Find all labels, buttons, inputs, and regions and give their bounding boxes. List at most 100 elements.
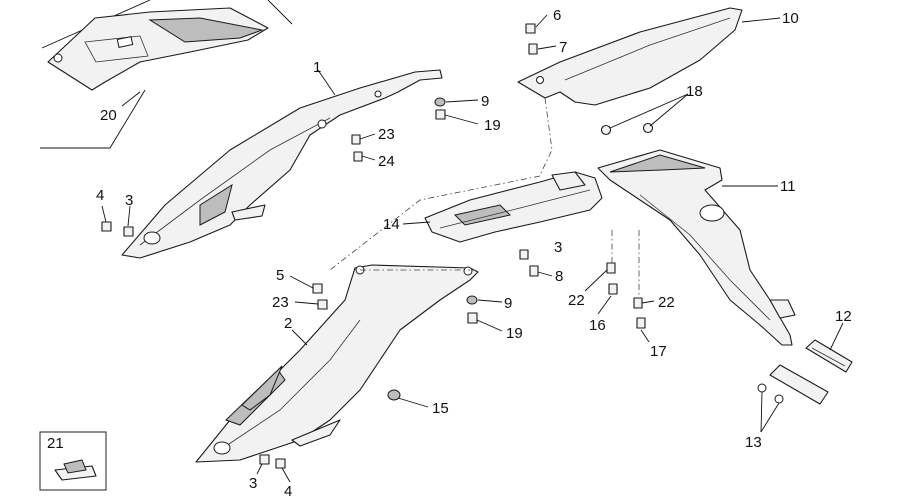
side-panel-2-mount-hole [213,441,231,455]
callout-23b: 23 [272,294,289,311]
leader-12 [829,322,844,351]
reflector-12 [805,339,853,373]
leader-7 [537,45,557,50]
leader-3c [256,463,263,475]
callout-20: 20 [100,107,117,124]
leader-2 [291,329,308,346]
screw-24 [353,151,363,162]
leader-15 [397,397,429,408]
tail-cover-body [517,7,743,106]
callout-10: 10 [782,10,799,27]
leader-13a [760,391,763,433]
bracket-tip [769,299,796,319]
leader-1 [317,69,336,96]
leader-6 [535,14,548,28]
leader-18b [649,93,689,127]
nut-15 [387,389,401,401]
tail-cover-crease [564,17,731,81]
spacer-7 [528,43,538,55]
undertray-cavity [454,204,511,226]
callout-15: 15 [432,400,449,417]
seat-hinge-pin [53,53,63,63]
leader-4a [101,205,107,223]
leader-19b [476,319,503,332]
leader-9b [477,299,503,303]
callout-5: 5 [276,267,284,284]
callout-2: 2 [284,315,292,332]
spacer-22a [606,262,616,274]
leader-18a [609,93,689,129]
leader-22b [641,300,655,304]
spacer-3c [259,454,270,465]
side-panel-lower-2 [195,264,479,463]
callout-6: 6 [553,7,561,24]
screw-4a [101,221,112,232]
leader-lines [101,14,844,483]
callout-3c: 3 [249,475,257,492]
callout-22b: 22 [658,294,675,311]
plate-bracket-11 [597,149,796,346]
seat-underside-recess [84,35,149,63]
leader-19a [444,114,479,125]
spacer-22b [633,297,643,309]
seat-latch-slot [116,36,134,48]
bracket-rib [639,194,771,321]
callout-4b: 4 [284,483,292,496]
side-panel-1-crease [139,117,331,246]
nut-13b [774,394,784,404]
seat-inset-20 [40,0,293,149]
screw-19b [467,312,478,324]
screw-18a [600,124,612,136]
undertray-tab [551,171,586,191]
plate-mount-body [769,364,829,405]
spacer-3b [519,249,529,260]
callout-19b: 19 [506,325,523,342]
callout-19a: 19 [484,117,501,134]
reflector-inner-line [811,347,846,367]
hardware [101,23,654,469]
screw-6 [525,23,536,34]
callout-4a: 4 [96,187,104,204]
screw-5 [312,283,323,294]
callout-12: 12 [835,308,852,325]
leader-17 [640,329,650,343]
screw-4b [275,458,286,469]
callout-9b: 9 [504,295,512,312]
callout-8: 8 [555,268,563,285]
side-panel-1-vent [199,183,233,226]
leader-13b [760,402,780,433]
leader-22a [584,269,608,292]
side-panel-2-lower-fin [291,419,341,447]
side-panel-1-screw-hole [317,119,327,129]
screw-16 [608,283,618,295]
side-panel-upper-1 [121,69,443,259]
callout-13: 13 [745,434,762,451]
side-panel-2-crease [219,319,361,451]
assembly-lines [329,97,640,298]
callout-14: 14 [383,216,400,233]
clip-tongue [63,459,87,474]
leader-8 [537,271,553,277]
callout-labels: 1 2 3 3 3 4 4 5 6 7 8 9 9 10 11 12 13 14… [47,7,852,496]
inset-21-frame [39,431,107,491]
side-panel-1-lower-fin [231,204,266,221]
callout-11: 11 [780,178,796,195]
leader-24 [361,155,376,161]
side-panel-2-body [195,264,479,463]
bracket-top-face [609,154,706,173]
leader-20 [121,91,141,107]
grommet-9a [434,97,446,107]
leader-14 [402,221,431,225]
spacer-3a [123,226,134,237]
tail-cover-hole [536,76,544,84]
inset-20-frame-right [267,0,293,25]
spacer-23b [317,299,328,310]
bracket-slot [699,204,725,222]
undertray-edge [439,189,591,229]
screw-17 [636,317,646,329]
nut-13a [757,383,767,393]
leader-23a [359,133,376,140]
screw-8 [529,265,539,277]
